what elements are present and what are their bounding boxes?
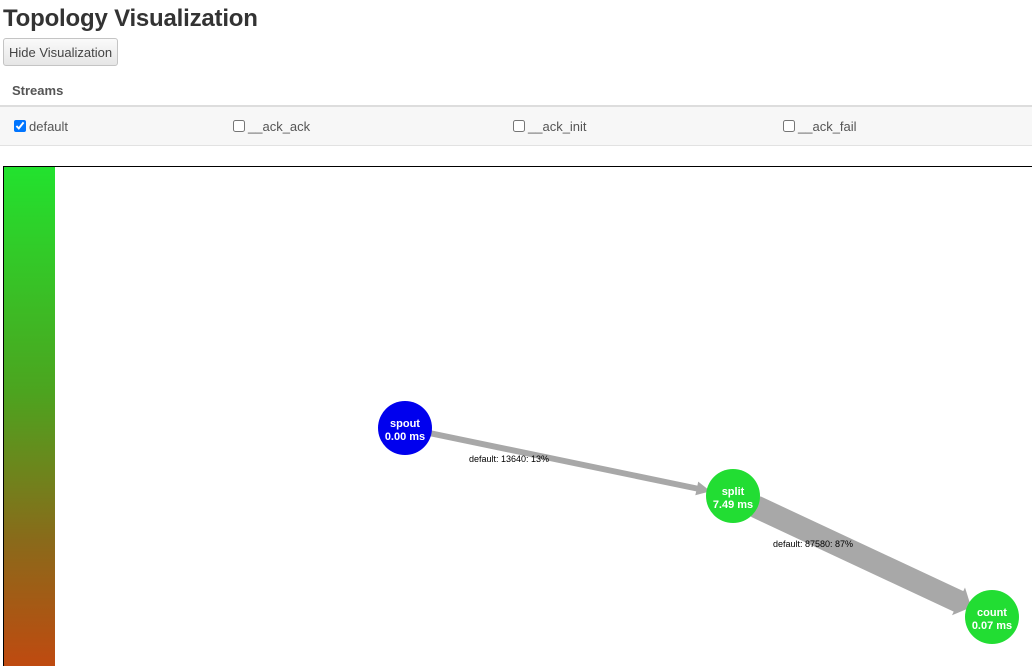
- node-latency: 0.00 ms: [385, 431, 425, 443]
- stream-label: __ack_init: [528, 118, 587, 134]
- node-name: spout: [390, 418, 420, 430]
- stream-ack-fail[interactable]: __ack_fail: [783, 107, 857, 145]
- node-name: split: [722, 486, 745, 498]
- stream-ack-ack[interactable]: __ack_ack: [233, 107, 310, 145]
- stream-ack-ack-checkbox[interactable]: [233, 120, 245, 132]
- latency-gradient-legend: [4, 167, 55, 666]
- stream-label: __ack_ack: [248, 118, 311, 134]
- streams-row: default __ack_ack __ack_init __ack_fail: [0, 107, 1032, 146]
- stream-ack-fail-checkbox[interactable]: [783, 120, 795, 132]
- topology-visualization[interactable]: default: 13640: 13% default: 87580: 87% s…: [3, 166, 1032, 666]
- topology-graph[interactable]: default: 13640: 13% default: 87580: 87% s…: [4, 167, 1032, 666]
- streams-header: Streams: [0, 76, 1032, 107]
- node-circle[interactable]: [706, 469, 760, 523]
- stream-ack-init-checkbox[interactable]: [513, 120, 525, 132]
- stream-default-checkbox[interactable]: [14, 120, 26, 132]
- streams-table: Streams default __ack_ack __ack_init __a…: [0, 76, 1032, 146]
- hide-visualization-button[interactable]: Hide Visualization: [3, 38, 119, 66]
- node-circle[interactable]: [378, 401, 432, 455]
- edge-label: default: 87580: 87%: [773, 539, 853, 549]
- edge-spout-split[interactable]: [428, 430, 711, 496]
- stream-label: __ack_fail: [798, 118, 857, 134]
- node-latency: 0.07 ms: [972, 620, 1012, 632]
- edge-split-count[interactable]: [750, 496, 972, 616]
- stream-ack-init[interactable]: __ack_init: [513, 107, 587, 145]
- node-name: count: [977, 607, 1007, 619]
- stream-default[interactable]: default: [14, 107, 68, 145]
- node-circle[interactable]: [965, 590, 1019, 644]
- stream-label: default: [29, 118, 69, 134]
- edge-label: default: 13640: 13%: [469, 454, 549, 464]
- page-title: Topology Visualization: [3, 5, 258, 32]
- node-latency: 7.49 ms: [713, 499, 753, 511]
